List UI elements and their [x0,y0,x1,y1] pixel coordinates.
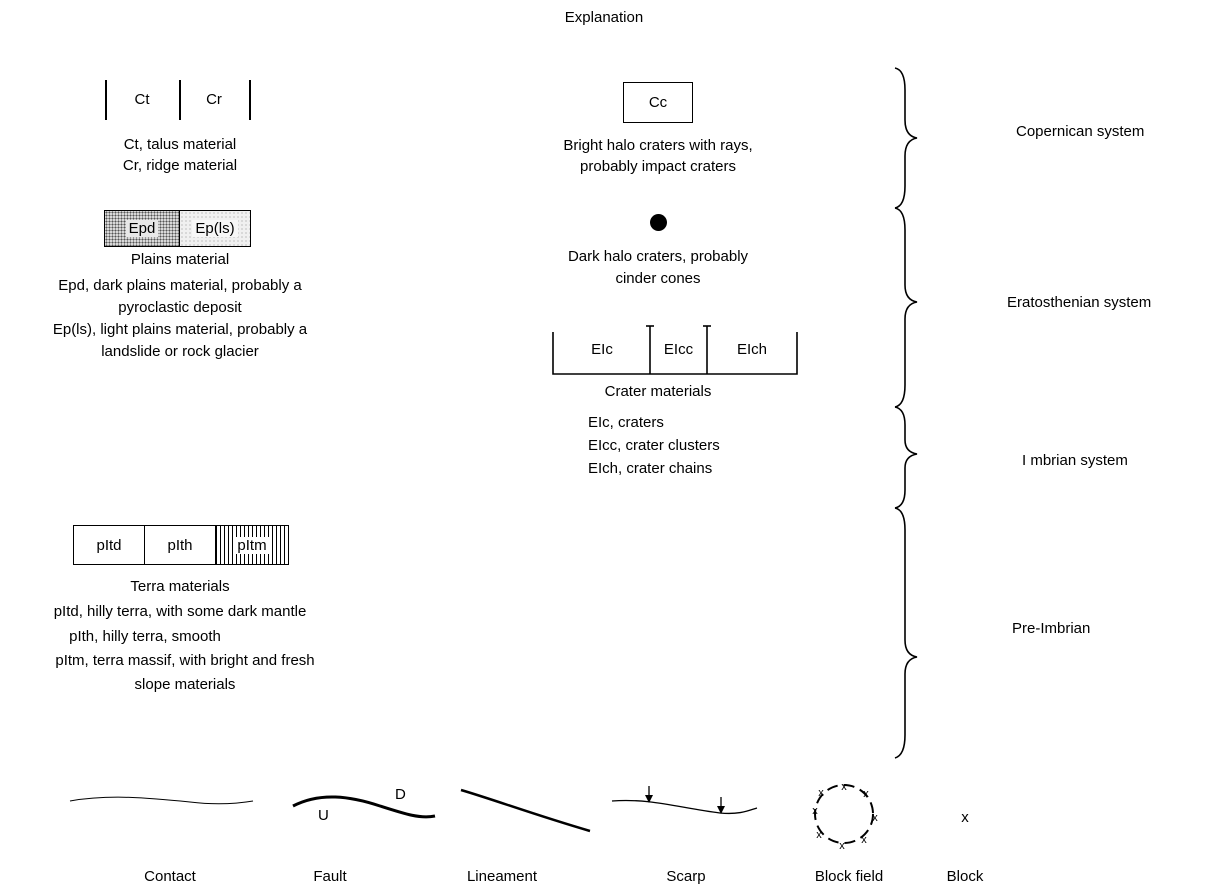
symbol-label-scarp: Scarp [666,868,706,885]
bright-halo-desc-2: probably impact craters [580,158,736,175]
brace-eratosthenian [894,207,918,408]
system-pre-imbrian: Pre-Imbrian [1012,620,1091,637]
unit-box-cc: Cc [623,82,693,123]
unit-label-pith: pIth [167,536,193,554]
unit-box-epls: Ep(ls) [179,210,251,247]
terra-desc-1: pItd, hilly terra, with some dark mantle [53,603,307,620]
svg-text:x: x [816,829,822,841]
scarp-arrow-2 [717,806,725,814]
system-imbrian: I mbrian system [1022,452,1128,469]
block-field-symbol: x x x x x x x x [812,781,878,852]
unit-label-epls: Ep(ls) [192,220,238,237]
lineament-line-symbol [460,788,591,833]
brace-pre-imbrian [894,507,918,759]
cr-description: Cr, ridge material [122,157,238,174]
symbol-label-fault: Fault [313,868,347,885]
svg-text:x: x [872,812,878,824]
svg-text:x: x [861,834,867,846]
brace-copernican [894,67,918,209]
unit-label-eich: EIch [736,341,767,358]
terra-desc-2: pIth, hilly terra, smooth [69,628,221,645]
plains-desc-3: Ep(ls), light plains material, probably … [52,321,308,338]
unit-label-epd: Epd [125,220,159,237]
unit-box-pith: pIth [144,525,216,565]
scarp-line-symbol [611,799,758,815]
dark-halo-desc-2: cinder cones [615,270,701,287]
terra-desc-4: slope materials [134,676,236,693]
dark-halo-desc-1: Dark halo craters, probably [567,248,749,265]
terra-heading: Terra materials [130,578,230,595]
plains-desc-2: pyroclastic deposit [118,299,242,316]
crater-desc-1: EIc, craters [588,414,664,431]
crater-heading: Crater materials [604,383,712,400]
fault-line-symbol [292,795,436,819]
unit-box-pitd: pItd [73,525,145,565]
ct-description: Ct, talus material [123,136,237,153]
unit-box-epd: Epd [104,210,180,247]
symbol-label-block-field: Block field [814,868,884,885]
ct-cr-bar-left [105,80,107,120]
symbol-label-contact: Contact [144,868,196,885]
system-copernican: Copernican system [1016,123,1145,140]
brace-imbrian [894,406,918,509]
system-eratosthenian: Eratosthenian system [1007,294,1152,311]
unit-box-pitm: pItm [215,525,289,565]
unit-label-cr: Cr [206,91,222,108]
scarp-arrow-1 [645,795,653,803]
symbol-label-block: Block [946,868,984,885]
fault-up-label: U [318,807,329,824]
unit-label-cc: Cc [648,94,668,111]
unit-label-ct: Ct [134,91,150,108]
symbol-label-lineament: Lineament [466,868,538,885]
svg-text:x: x [818,787,824,799]
plains-desc-1: Epd, dark plains material, probably a [58,277,302,294]
svg-text:x: x [812,805,818,817]
explanation-title: Explanation [564,9,644,26]
ct-cr-bar-right [249,80,251,120]
svg-text:x: x [839,840,845,852]
plains-desc-4: landslide or rock glacier [101,343,259,360]
unit-label-eic: EIc [591,341,613,358]
ct-cr-bar-mid [179,80,181,120]
crater-desc-2: EIcc, crater clusters [588,437,720,454]
unit-label-eicc: EIcc [663,341,694,358]
svg-text:x: x [841,781,847,793]
block-symbol: x [961,809,969,826]
fault-down-label: D [395,786,406,803]
dark-halo-crater-dot [650,214,667,231]
svg-text:x: x [863,788,869,800]
unit-label-pitd: pItd [96,536,122,554]
plains-heading: Plains material [130,251,230,268]
terra-desc-3: pItm, terra massif, with bright and fres… [55,652,315,669]
unit-label-pitm: pItm [234,536,270,554]
contact-line-symbol [69,796,254,805]
crater-desc-3: EIch, crater chains [588,460,713,477]
bright-halo-desc-1: Bright halo craters with rays, [563,137,753,154]
